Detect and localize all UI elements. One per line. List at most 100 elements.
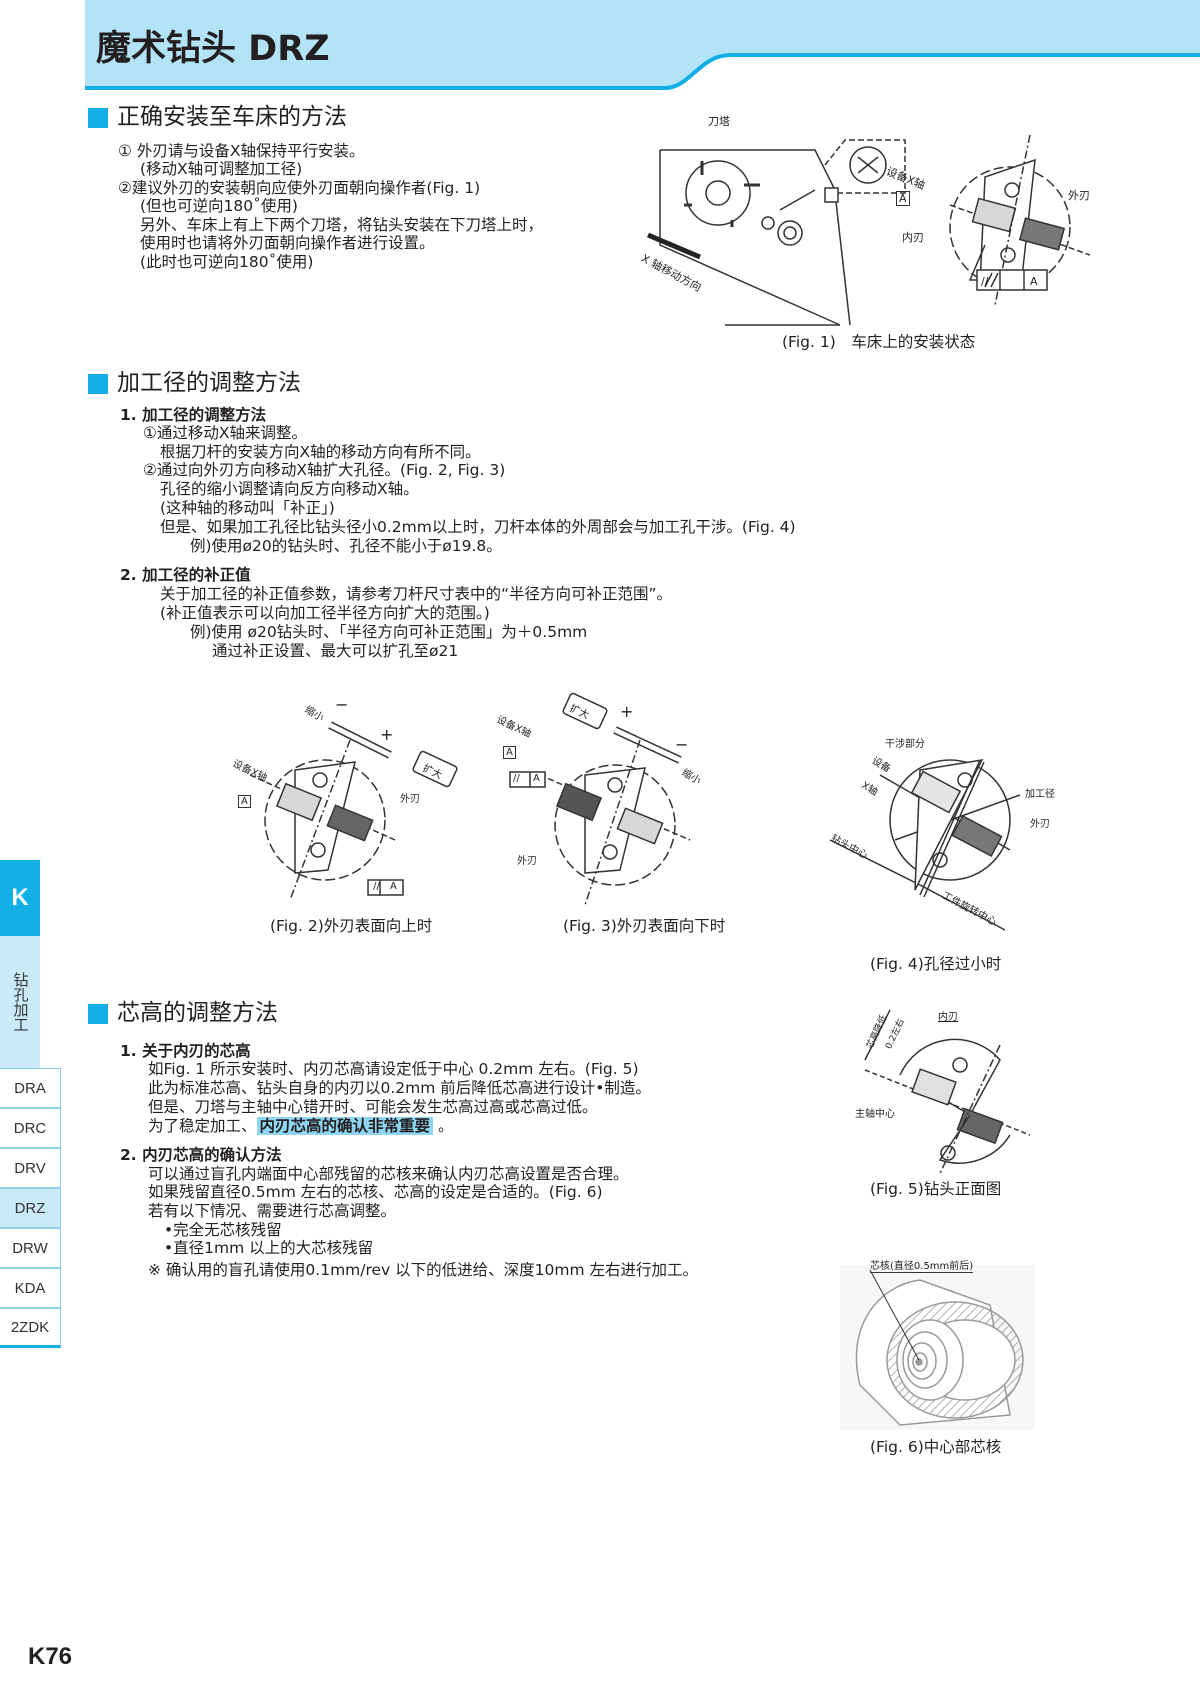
fig4-labels: 干涉部分 设备 X轴 加工径 外刃 钻头中心 工件旋转中心 [820, 720, 1080, 950]
section-heading-center-height: 芯高的调整方法 [117, 1000, 278, 1026]
label-diameter: 加工径 [1025, 789, 1055, 800]
label-outer-edge: 外刃 [517, 856, 537, 867]
page-number: K76 [28, 1643, 73, 1670]
section-heading-install: 正确安装至车床的方法 [117, 104, 347, 130]
fig2-fig3-labels: 缩小 − + 扩大 设备X轴 A 外刃 // A 扩大 + − 缩小 设备X轴 … [220, 690, 780, 910]
fig2-drill [249, 721, 458, 901]
fig4-drawing [829, 759, 1021, 931]
label-parallel-symbol: // [373, 881, 380, 892]
subheading: 2. 内刃芯高的确认方法 [120, 1146, 282, 1164]
label-enlarge: 扩大 [420, 763, 444, 782]
label-plus: + [620, 702, 634, 721]
subheading: 1. 关于内刃的芯高 [120, 1042, 251, 1060]
label-x-axis: 设备X轴 [884, 164, 927, 193]
subheading: 1. 加工径的调整方法 [120, 406, 267, 424]
fig6-caption: (Fig. 6)中心部芯核 [870, 1438, 1002, 1456]
label-work-center: 工件旋转中心 [939, 890, 999, 929]
text-line: 孔径的缩小调整请向反方向移动X轴。 [160, 480, 419, 498]
bullet-item: •完全无芯核残留 [164, 1221, 282, 1239]
fig1-labels: 刀塔 X 轴移动方向 设备X轴 A 外刃 内刃 // A [638, 105, 1110, 330]
label-enlarge: 扩大 [567, 703, 591, 722]
label-parallel-symbol: // [981, 275, 989, 288]
highlighted-text: 内刃芯高的确认非常重要 [256, 1117, 434, 1135]
fig3-drill [509, 692, 691, 906]
text-line: 可以通过盲孔内端面中心部残留的芯核来确认内刃芯高设置是否合理。 [148, 1165, 629, 1183]
label-drill-center: 钻头中心 [828, 833, 870, 862]
fig1-caption: (Fig. 1) 车床上的安装状态 [782, 333, 976, 351]
sidebar-item-dra[interactable]: DRA [0, 1068, 61, 1108]
text-line: ① 外刃请与设备X轴保持平行安装。 [118, 142, 365, 160]
label-minus: − [675, 735, 689, 754]
label-x-axis: 设备X轴 [230, 758, 269, 785]
label-x-move: X 轴移动方向 [638, 251, 704, 295]
label-spindle-center: 主轴中心 [855, 1109, 895, 1120]
sidebar-item-2zdk[interactable]: 2ZDK [0, 1308, 61, 1348]
label-core: 芯核(直径0.5mm前后) [870, 1257, 974, 1273]
sidebar-item-drw[interactable]: DRW [0, 1228, 61, 1268]
text-line: 另外、车床上有上下两个刀塔，将钻头安装在下刀塔上时， [140, 216, 544, 234]
fig2-caption: (Fig. 2)外刃表面向上时 [270, 917, 433, 935]
label-inner-edge: 内刃 [902, 231, 924, 244]
chapter-tab[interactable]: K [0, 860, 40, 936]
fig6-drawing [840, 1265, 1035, 1430]
label-shrink: 缩小 [679, 767, 703, 787]
text-line: 但是、如果加工孔径比钻头径小0.2mm以上时，刀杆本体的外周部会与加工孔干涉。(… [160, 518, 796, 536]
label-tolerance-ref: A [390, 881, 397, 892]
header-band [85, 0, 1200, 90]
label-datum: A [896, 191, 910, 206]
section-heading-diameter: 加工径的调整方法 [117, 370, 301, 396]
text-line: 关于加工径的补正值参数，请参考刀杆尺寸表中的“半径方向可补正范围”。 [160, 585, 673, 603]
fig5-labels: 芯高降低 0.2左右 内刃 主轴中心 [855, 1005, 1030, 1175]
label-tolerance-ref: A [1030, 275, 1038, 288]
text-line: ②建议外刃的安装朝向应使外刃面朝向操作者(Fig. 1) [118, 179, 481, 197]
text-line: (补正值表示可以向加工径半径方向扩大的范围。) [160, 604, 490, 622]
fig5-drawing [864, 1009, 1030, 1175]
text-line: ②通过向外刃方向移动X轴扩大孔径。(Fig. 2, Fig. 3) [143, 461, 506, 479]
text-line: 如果残留直径0.5mm 左右的芯核、芯高的设定是合适的。(Fig. 6) [148, 1183, 603, 1201]
text-line: 但是、刀塔与主轴中心错开时、可能会发生芯高过高或芯高过低。 [148, 1098, 598, 1116]
label-tolerance-ref: A [533, 773, 540, 784]
category-label: 钻孔加工 [0, 936, 40, 1068]
fig3-caption: (Fig. 3)外刃表面向下时 [563, 917, 726, 935]
text-line: 此为标准芯高、钻头自身的内刃以0.2mm 前后降低芯高进行设计•制造。 [148, 1079, 651, 1097]
label-outer-edge: 外刃 [1068, 189, 1090, 202]
label-x-axis: X轴 [859, 780, 880, 799]
sidebar-item-drc[interactable]: DRC [0, 1108, 61, 1148]
text-line: 如Fig. 1 所示安装时、内刃芯高请设定低于中心 0.2mm 左右。(Fig.… [148, 1060, 639, 1078]
label-inner-edge: 内刃 [938, 1012, 958, 1023]
label-shrink: 缩小 [302, 704, 326, 724]
fig4-caption: (Fig. 4)孔径过小时 [870, 955, 1002, 973]
label-minus: − [335, 695, 349, 714]
section-marker [88, 374, 108, 394]
section-marker [88, 108, 108, 128]
text-line: (此时也可逆向180˚使用) [140, 253, 314, 271]
text-line: 根据刀杆的安装方向X轴的移动方向有所不同。 [160, 443, 481, 461]
text-line: (这种轴的移动叫「补正」) [160, 499, 335, 517]
label-parallel-symbol: // [513, 773, 520, 784]
text-line: ①通过移动X轴来调整。 [143, 424, 308, 442]
label-plus: + [380, 725, 394, 744]
label-turret: 刀塔 [708, 115, 730, 128]
fig5-caption: (Fig. 5)钻头正面图 [870, 1180, 1002, 1198]
fig2-fig3-drawings [249, 692, 691, 906]
label-datum: A [503, 746, 516, 759]
text-line: (但也可逆向180˚使用) [140, 197, 298, 215]
label-outer-edge: 外刃 [400, 794, 420, 805]
sidebar-item-drz[interactable]: DRZ [0, 1188, 61, 1228]
bullet-item: •直径1mm 以上的大芯核残留 [164, 1239, 374, 1257]
text-line: 若有以下情况、需要进行芯高调整。 [148, 1202, 397, 1220]
sidebar-item-kda[interactable]: KDA [0, 1268, 61, 1308]
text-line: 使用时也请将外刃面朝向操作者进行设置。 [140, 234, 435, 252]
text-line: (移动X轴可调整加工径) [140, 160, 303, 178]
sidebar-item-drv[interactable]: DRV [0, 1148, 61, 1188]
text: 为了稳定加工、 [148, 1117, 257, 1135]
fig1-lathe-installation [647, 134, 1091, 326]
subheading: 2. 加工径的补正值 [120, 566, 251, 584]
section-marker [88, 1004, 108, 1024]
label-x-axis: 设备 [869, 755, 893, 775]
page-title: 魔术钻头 DRZ [96, 29, 330, 69]
note: ※ 确认用的盲孔请使用0.1mm/rev 以下的低进给、深度10mm 左右进行加… [148, 1261, 699, 1279]
text-line: 为了稳定加工、内刃芯高的确认非常重要 。 [148, 1117, 453, 1136]
text: 。 [433, 1117, 454, 1135]
text-line: 通过补正设置、最大可以扩孔至ø21 [212, 642, 459, 660]
